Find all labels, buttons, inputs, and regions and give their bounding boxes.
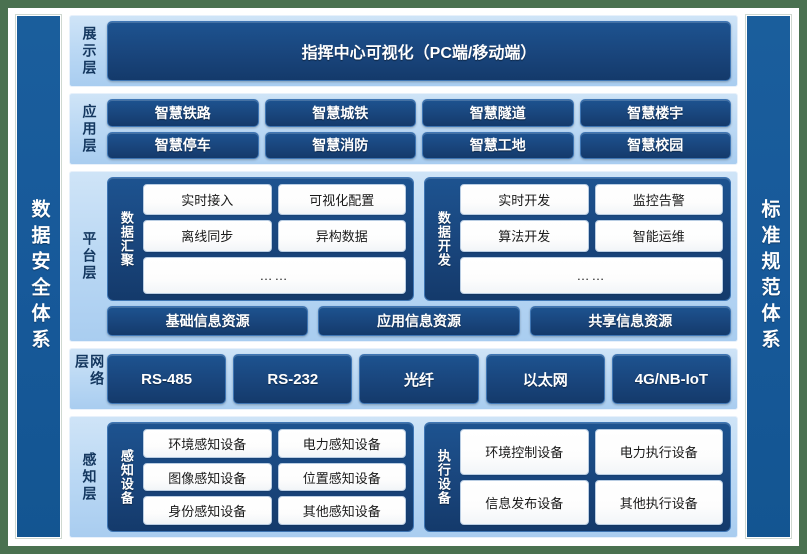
sensing-group-sensor-devices-title: 感知设备 bbox=[118, 449, 134, 505]
layer-application: 应用层 智慧铁路 智慧城铁 智慧隧道 智慧楼宇 智慧停车 智慧消防 智慧工地 智… bbox=[69, 93, 738, 165]
command-center-visualization-banner[interactable]: 指挥中心可视化（PC端/移动端） bbox=[107, 21, 731, 81]
app-item-smart-campus[interactable]: 智慧校园 bbox=[579, 131, 731, 159]
left-pillar-label: 数据安全体系 bbox=[28, 198, 50, 355]
app-item-smart-metro[interactable]: 智慧城铁 bbox=[264, 99, 416, 127]
platform-group-data-aggregation: 数据汇聚 实时接入 可视化配置 离线同步 异构数据 …… bbox=[107, 177, 414, 301]
sensor-item-other[interactable]: 其他感知设备 bbox=[277, 496, 406, 526]
layer-platform-label: 平台层 bbox=[81, 231, 98, 282]
app-item-smart-tunnel[interactable]: 智慧隧道 bbox=[422, 99, 574, 127]
development-item-algorithm-development[interactable]: 算法开发 bbox=[460, 220, 589, 252]
layer-network: 网络层 RS-485 RS-232 光纤 以太网 4G/NB-IoT bbox=[69, 348, 738, 410]
sensing-group-actuator-devices: 执行设备 环境控制设备 电力执行设备 信息发布设备 其他执行设备 bbox=[424, 422, 731, 532]
layer-application-label: 应用层 bbox=[81, 103, 98, 155]
platform-group-data-development-title: 数据开发 bbox=[435, 211, 451, 267]
sensor-item-image[interactable]: 图像感知设备 bbox=[143, 462, 272, 492]
app-item-smart-firefighting[interactable]: 智慧消防 bbox=[264, 131, 416, 159]
app-item-smart-parking[interactable]: 智慧停车 bbox=[107, 131, 259, 159]
app-item-smart-construction-site[interactable]: 智慧工地 bbox=[422, 131, 574, 159]
network-item-ethernet[interactable]: 以太网 bbox=[485, 354, 605, 404]
sensor-row-2: 图像感知设备 位置感知设备 bbox=[143, 462, 406, 492]
network-row: RS-485 RS-232 光纤 以太网 4G/NB-IoT bbox=[107, 354, 732, 404]
resource-item-basic-information[interactable]: 基础信息资源 bbox=[107, 306, 309, 336]
platform-group-data-development: 数据开发 实时开发 监控告警 算法开发 智能运维 …… bbox=[424, 177, 731, 301]
platform-groups: 数据汇聚 实时接入 可视化配置 离线同步 异构数据 …… bbox=[107, 177, 731, 301]
layer-platform: 平台层 数据汇聚 实时接入 可视化配置 bbox=[69, 171, 738, 342]
platform-group-data-development-items: 实时开发 监控告警 算法开发 智能运维 …… bbox=[460, 184, 723, 294]
aggregation-row-2: 离线同步 异构数据 bbox=[143, 220, 406, 252]
platform-group-data-aggregation-title: 数据汇聚 bbox=[118, 211, 134, 267]
aggregation-item-realtime-ingest[interactable]: 实时接入 bbox=[143, 184, 272, 216]
aggregation-item-more[interactable]: …… bbox=[143, 256, 406, 294]
actuator-row-1: 环境控制设备 电力执行设备 bbox=[460, 429, 723, 475]
resource-item-application-information[interactable]: 应用信息资源 bbox=[318, 306, 520, 336]
app-item-smart-railway[interactable]: 智慧铁路 bbox=[107, 99, 259, 127]
development-row-1: 实时开发 监控告警 bbox=[460, 184, 723, 216]
left-pillar-data-security: 数据安全体系 bbox=[15, 14, 62, 539]
development-item-realtime-development[interactable]: 实时开发 bbox=[460, 184, 589, 216]
layer-sensing: 感知层 感知设备 环境感知设备 电力感知设备 bbox=[69, 416, 738, 538]
sensor-row-1: 环境感知设备 电力感知设备 bbox=[143, 429, 406, 458]
actuator-item-environment-control[interactable]: 环境控制设备 bbox=[460, 429, 589, 475]
development-item-intelligent-ops[interactable]: 智能运维 bbox=[594, 220, 723, 252]
right-pillar-label: 标准规范体系 bbox=[758, 198, 780, 355]
development-item-monitoring-alarm[interactable]: 监控告警 bbox=[594, 184, 723, 216]
layer-stack: 展示层 指挥中心可视化（PC端/移动端） 应用层 智慧铁路 智慧城铁 智慧隧道 … bbox=[69, 15, 738, 538]
network-item-rs232[interactable]: RS-232 bbox=[233, 354, 353, 404]
layer-network-body: RS-485 RS-232 光纤 以太网 4G/NB-IoT bbox=[107, 354, 732, 404]
sensor-item-location[interactable]: 位置感知设备 bbox=[277, 462, 406, 492]
application-row-1: 智慧铁路 智慧城铁 智慧隧道 智慧楼宇 bbox=[107, 99, 731, 127]
platform-resource-row: 基础信息资源 应用信息资源 共享信息资源 bbox=[107, 306, 731, 336]
layer-sensing-body: 感知设备 环境感知设备 电力感知设备 图像感知设备 位置感知设备 bbox=[107, 422, 731, 532]
aggregation-item-visual-config[interactable]: 可视化配置 bbox=[277, 184, 406, 216]
app-item-smart-building[interactable]: 智慧楼宇 bbox=[579, 99, 731, 127]
development-item-more[interactable]: …… bbox=[460, 256, 723, 294]
sensing-group-sensor-devices-items: 环境感知设备 电力感知设备 图像感知设备 位置感知设备 身份感知设备 其他感知设… bbox=[143, 429, 406, 526]
resource-item-shared-information[interactable]: 共享信息资源 bbox=[529, 306, 731, 336]
layer-presentation: 展示层 指挥中心可视化（PC端/移动端） bbox=[69, 15, 738, 87]
actuator-item-information-release[interactable]: 信息发布设备 bbox=[460, 479, 589, 525]
sensor-item-environment[interactable]: 环境感知设备 bbox=[143, 429, 272, 458]
layer-sensing-label: 感知层 bbox=[81, 451, 98, 503]
aggregation-row-1: 实时接入 可视化配置 bbox=[143, 184, 406, 216]
layer-application-body: 智慧铁路 智慧城铁 智慧隧道 智慧楼宇 智慧停车 智慧消防 智慧工地 智慧校园 bbox=[107, 99, 731, 159]
network-item-rs485[interactable]: RS-485 bbox=[107, 354, 227, 404]
aggregation-item-offline-sync[interactable]: 离线同步 bbox=[143, 220, 272, 252]
sensor-item-power[interactable]: 电力感知设备 bbox=[277, 429, 406, 458]
right-pillar-standards: 标准规范体系 bbox=[745, 14, 792, 539]
application-row-2: 智慧停车 智慧消防 智慧工地 智慧校园 bbox=[107, 131, 731, 159]
sensing-groups: 感知设备 环境感知设备 电力感知设备 图像感知设备 位置感知设备 bbox=[107, 422, 731, 532]
layer-presentation-body: 指挥中心可视化（PC端/移动端） bbox=[107, 21, 731, 81]
aggregation-item-heterogeneous-data[interactable]: 异构数据 bbox=[277, 220, 406, 252]
network-item-4g-nbiot[interactable]: 4G/NB-IoT bbox=[611, 354, 732, 404]
layer-platform-body: 数据汇聚 实时接入 可视化配置 离线同步 异构数据 …… bbox=[107, 177, 731, 336]
actuator-row-2: 信息发布设备 其他执行设备 bbox=[460, 479, 723, 525]
development-row-2: 算法开发 智能运维 bbox=[460, 220, 723, 252]
sensing-group-actuator-devices-items: 环境控制设备 电力执行设备 信息发布设备 其他执行设备 bbox=[460, 429, 723, 525]
sensor-item-identity[interactable]: 身份感知设备 bbox=[143, 496, 272, 526]
layer-presentation-label: 展示层 bbox=[81, 25, 98, 77]
sensing-group-sensor-devices: 感知设备 环境感知设备 电力感知设备 图像感知设备 位置感知设备 bbox=[107, 422, 414, 532]
architecture-diagram: 数据安全体系 展示层 指挥中心可视化（PC端/移动端） 应用层 智慧铁路 智慧城… bbox=[8, 8, 799, 546]
sensing-group-actuator-devices-title: 执行设备 bbox=[435, 449, 451, 505]
platform-group-data-aggregation-items: 实时接入 可视化配置 离线同步 异构数据 …… bbox=[143, 184, 406, 294]
actuator-item-power-execution[interactable]: 电力执行设备 bbox=[594, 429, 723, 475]
layer-network-label: 网络层 bbox=[74, 354, 106, 388]
sensor-row-3: 身份感知设备 其他感知设备 bbox=[143, 496, 406, 526]
network-item-optical-fiber[interactable]: 光纤 bbox=[359, 354, 479, 404]
actuator-item-other[interactable]: 其他执行设备 bbox=[594, 479, 723, 525]
